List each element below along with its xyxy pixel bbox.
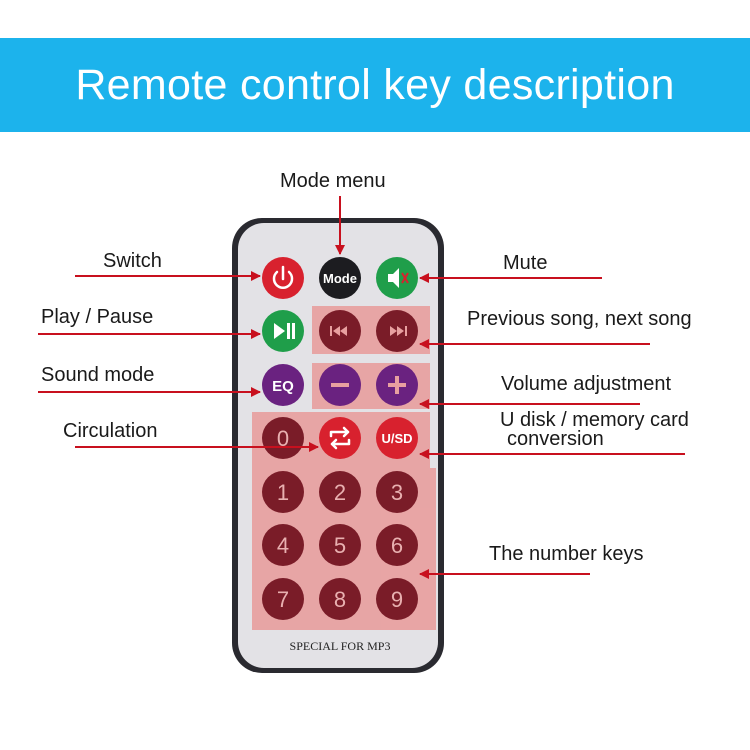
number-key-2[interactable]: 2 bbox=[319, 471, 361, 513]
number-key-7-label: 7 bbox=[277, 587, 289, 612]
label-previous-next: Previous song, next song bbox=[467, 308, 692, 330]
minus-icon bbox=[331, 383, 349, 387]
number-key-6-label: 6 bbox=[391, 533, 403, 558]
title-banner: Remote control key description bbox=[0, 38, 750, 132]
label-mode-menu: Mode menu bbox=[280, 170, 386, 192]
label-volume: Volume adjustment bbox=[501, 373, 672, 395]
number-key-4[interactable]: 4 bbox=[262, 524, 304, 566]
play-pause-icon bbox=[274, 323, 295, 339]
remote-footer-text: SPECIAL FOR MP3 bbox=[290, 639, 391, 653]
next-track-icon bbox=[390, 326, 407, 336]
number-key-5[interactable]: 5 bbox=[319, 524, 361, 566]
label-udisk-line2: conversion bbox=[507, 428, 604, 450]
number-key-0-label: 0 bbox=[277, 426, 289, 451]
number-key-0[interactable]: 0 bbox=[262, 417, 304, 459]
number-key-5-label: 5 bbox=[334, 533, 346, 558]
repeat-button[interactable] bbox=[319, 417, 361, 459]
volume-up-button[interactable] bbox=[376, 364, 418, 406]
usd-button[interactable]: U/SD bbox=[376, 417, 418, 459]
volume-down-button[interactable] bbox=[319, 364, 361, 406]
previous-track-icon bbox=[330, 326, 347, 336]
mute-button[interactable] bbox=[376, 257, 418, 299]
number-key-1[interactable]: 1 bbox=[262, 471, 304, 513]
eq-button[interactable]: EQ bbox=[262, 364, 304, 406]
label-udisk-line1: U disk / memory card bbox=[500, 409, 689, 431]
plus-icon bbox=[388, 376, 406, 394]
number-key-6[interactable]: 6 bbox=[376, 524, 418, 566]
mode-key-label: Mode bbox=[323, 271, 357, 286]
number-key-8-label: 8 bbox=[334, 587, 346, 612]
label-switch: Switch bbox=[103, 250, 162, 272]
play-pause-button[interactable] bbox=[262, 310, 304, 352]
mute-speaker-icon bbox=[388, 268, 409, 288]
number-key-2-label: 2 bbox=[334, 480, 346, 505]
number-key-3[interactable]: 3 bbox=[376, 471, 418, 513]
repeat-icon bbox=[329, 426, 351, 450]
label-mute: Mute bbox=[503, 252, 548, 274]
page-title: Remote control key description bbox=[75, 60, 675, 109]
number-key-9[interactable]: 9 bbox=[376, 578, 418, 620]
eq-key-label: EQ bbox=[272, 378, 294, 395]
number-key-9-label: 9 bbox=[391, 587, 403, 612]
number-key-3-label: 3 bbox=[391, 480, 403, 505]
label-circulation: Circulation bbox=[63, 420, 158, 442]
power-button[interactable] bbox=[262, 257, 304, 299]
power-icon bbox=[272, 265, 294, 289]
label-play-pause: Play / Pause bbox=[41, 306, 154, 328]
number-key-1-label: 1 bbox=[277, 480, 289, 505]
next-track-button[interactable] bbox=[376, 310, 418, 352]
mode-button[interactable]: Mode bbox=[319, 257, 361, 299]
number-key-7[interactable]: 7 bbox=[262, 578, 304, 620]
usd-key-label: U/SD bbox=[381, 431, 412, 446]
previous-track-button[interactable] bbox=[319, 310, 361, 352]
number-key-4-label: 4 bbox=[277, 533, 289, 558]
number-key-8[interactable]: 8 bbox=[319, 578, 361, 620]
label-sound-mode: Sound mode bbox=[41, 364, 155, 386]
label-number-keys: The number keys bbox=[489, 543, 644, 565]
